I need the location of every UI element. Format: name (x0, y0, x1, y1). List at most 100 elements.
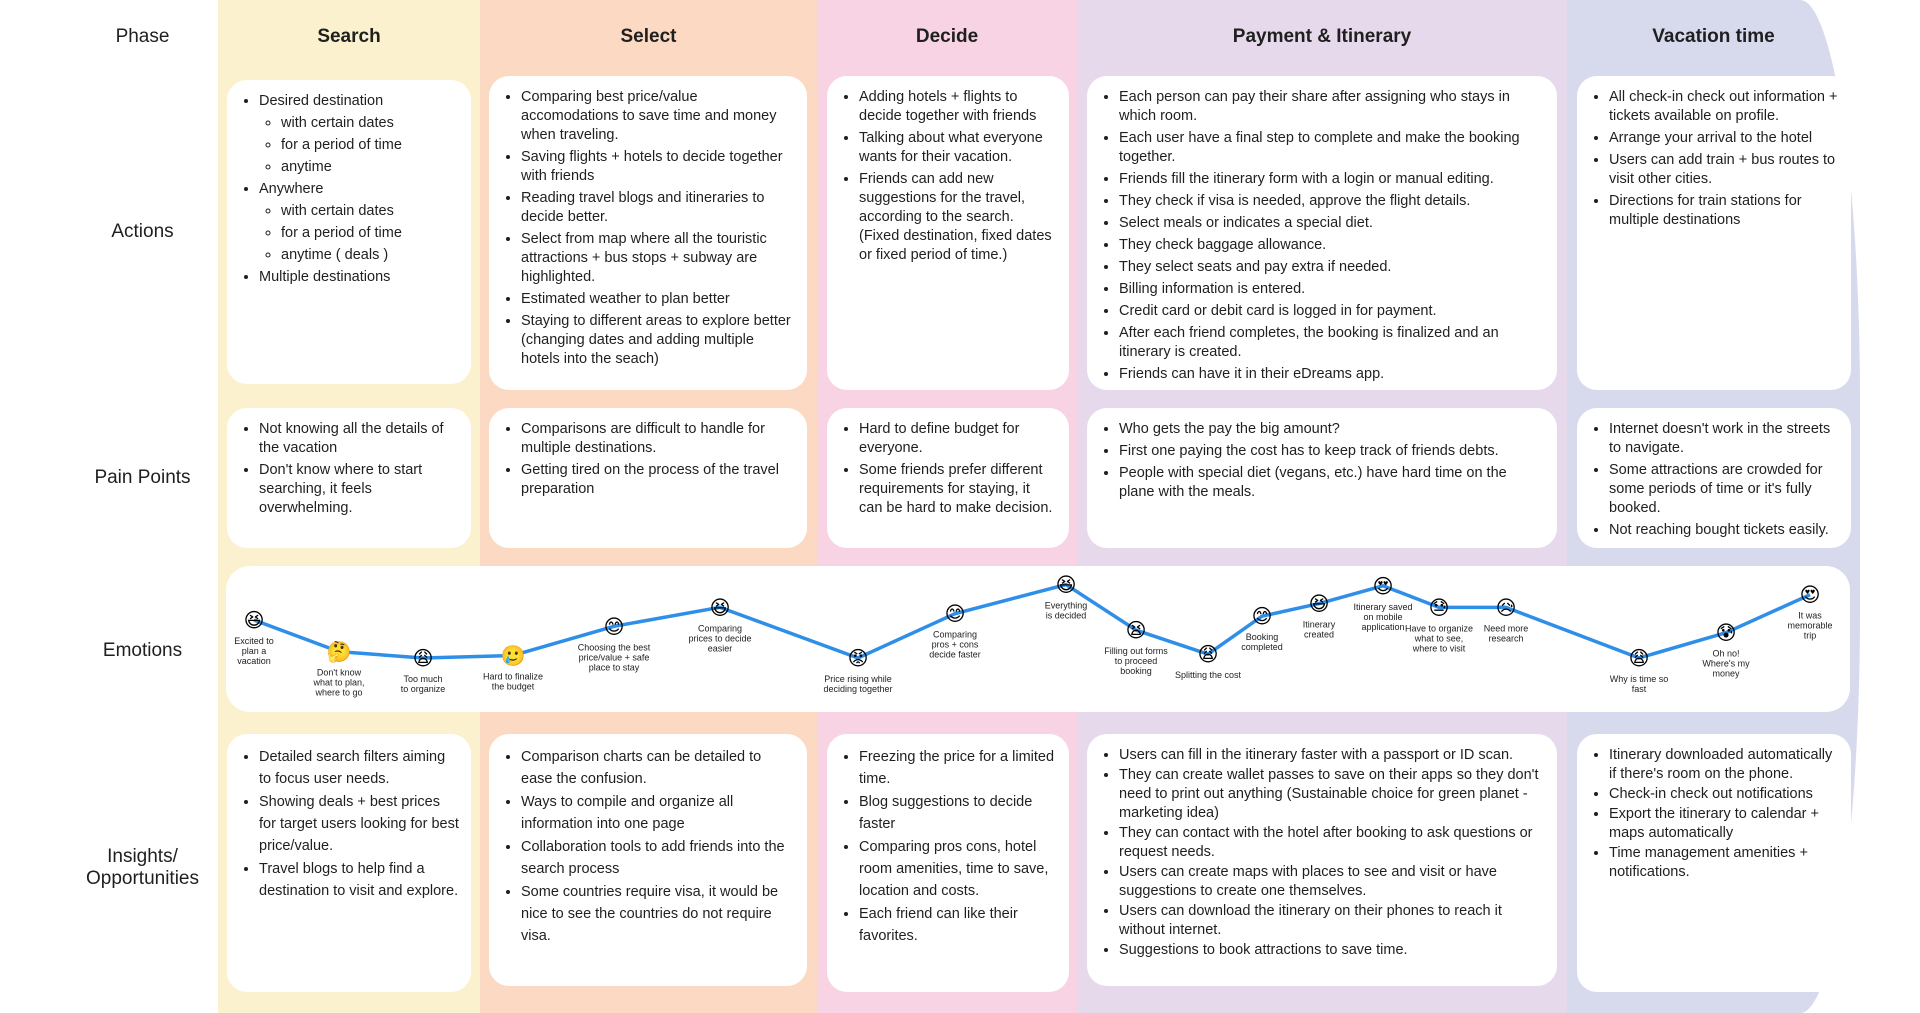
list-item: They can contact with the hotel after bo… (1119, 824, 1545, 862)
list-item: for a period of time (281, 224, 459, 243)
list-item: Talking about what everyone wants for th… (859, 129, 1057, 167)
list-item: Reading travel blogs and itineraries to … (521, 189, 795, 227)
list-item: Internet doesn't work in the streets to … (1609, 420, 1839, 458)
list-item: anytime ( deals ) (281, 246, 459, 265)
emotion-label-line: Filling out forms (1104, 646, 1168, 656)
list-item: First one paying the cost has to keep tr… (1119, 442, 1545, 461)
emotion-label-line: Booking (1246, 632, 1279, 642)
emotion-label-line: Why is time so (1610, 674, 1669, 684)
phase-title-search: Search (317, 26, 381, 47)
emotion-label-line: Excited to (234, 636, 274, 646)
insights-label-line1: Insights/ (107, 846, 178, 867)
emotion-label-line: It was (1798, 611, 1822, 621)
emotion-label-line: Where's my (1702, 659, 1750, 669)
insights-label-line2: Opportunities (85, 868, 199, 889)
actions-card-payment: Each person can pay their share after as… (1087, 76, 1557, 390)
list-item: Ways to compile and organize all informa… (521, 791, 795, 835)
emotion-label-line: is decided (1046, 611, 1087, 621)
emotion-label-line: Comparing (698, 623, 742, 633)
insights-list: Comparison charts can be detailed to eas… (501, 746, 795, 947)
insights-card-vacation: Itinerary downloaded automatically if th… (1577, 734, 1851, 992)
emotion-emoji-icon: 😆 (1056, 575, 1077, 597)
phase-title-select: Select (620, 26, 677, 47)
emotion-label-line: Don't know (317, 668, 362, 678)
phase-title-payment: Payment & Itinerary (1232, 26, 1412, 47)
emotion-label-line: easier (708, 643, 733, 653)
pain-points-row-label: Pain Points (94, 467, 191, 488)
emotion-emoji-icon: 🤔 (327, 641, 352, 664)
insights-card-decide: Freezing the price for a limited time. B… (827, 734, 1069, 992)
insights-row-label: Insights/ Opportunities (60, 846, 225, 890)
emotion-label-line: vacation (237, 656, 271, 666)
list-item: with certain dates (281, 114, 459, 133)
list-item: Showing deals + best prices for target u… (259, 791, 459, 857)
pain-points-list: Internet doesn't work in the streets to … (1589, 420, 1839, 540)
actions-card-search: Desired destination with certain dates f… (227, 80, 471, 384)
list-item: Getting tired on the process of the trav… (521, 461, 795, 499)
pain-points-card-vacation: Internet doesn't work in the streets to … (1577, 408, 1851, 548)
emotion-label-line: trip (1804, 631, 1817, 641)
emotion-emoji-icon: 😆 (1309, 594, 1330, 616)
emotion-label-line: prices to decide (688, 633, 751, 643)
emotion-emoji-icon: 😊 (1252, 606, 1273, 628)
insights-card-search: Detailed search filters aiming to focus … (227, 734, 471, 992)
emotion-emoji-icon: 😓 (1429, 597, 1450, 619)
list-item: Freezing the price for a limited time. (859, 746, 1057, 790)
actions-card-decide: Adding hotels + flights to decide togeth… (827, 76, 1069, 390)
list-item: Comparing best price/value accomodations… (521, 88, 795, 145)
list-item: Each person can pay their share after as… (1119, 88, 1545, 126)
list-item: They can create wallet passes to save on… (1119, 766, 1545, 823)
phase-title-vacation: Vacation time (1652, 26, 1775, 47)
list-item: Travel blogs to help find a destination … (259, 858, 459, 902)
emotion-label-line: price/value + safe (579, 652, 650, 662)
list-item: Comparing pros cons, hotel room amenitie… (859, 836, 1057, 902)
sub-list: with certain dates for a period of time … (259, 202, 459, 265)
emotion-label-line: where to go (314, 688, 362, 698)
insights-list: Detailed search filters aiming to focus … (239, 746, 459, 902)
list-item: Each user have a final step to complete … (1119, 129, 1545, 167)
emotion-label-line: what to see, (1414, 633, 1464, 643)
emotion-emoji-icon: 😍 (1800, 585, 1821, 607)
sub-list: with certain dates for a period of time … (259, 114, 459, 177)
emotion-label-line: the budget (492, 681, 535, 691)
list-item: Friends can have it in their eDreams app… (1119, 365, 1545, 384)
list-item: Time management amenities + notification… (1609, 844, 1839, 882)
list-item: Directions for train stations for multip… (1609, 192, 1839, 230)
emotion-label-line: Itinerary saved (1353, 602, 1412, 612)
list-item: Hard to define budget for everyone. (859, 420, 1057, 458)
emotion-emoji-icon: 😡 (848, 648, 869, 670)
emotion-label-line: completed (1241, 642, 1283, 652)
list-item: Staying to different areas to explore be… (521, 312, 795, 369)
emotion-label-line: what to plan, (312, 678, 364, 688)
emotion-label-line: place to stay (589, 662, 640, 672)
phase-title-decide: Decide (915, 26, 979, 47)
list-item: Adding hotels + flights to decide togeth… (859, 88, 1057, 126)
emotion-label-line: Everything (1045, 601, 1088, 611)
emotion-label-line: memorable (1787, 621, 1832, 631)
emotion-label-line: pros + cons (932, 640, 979, 650)
